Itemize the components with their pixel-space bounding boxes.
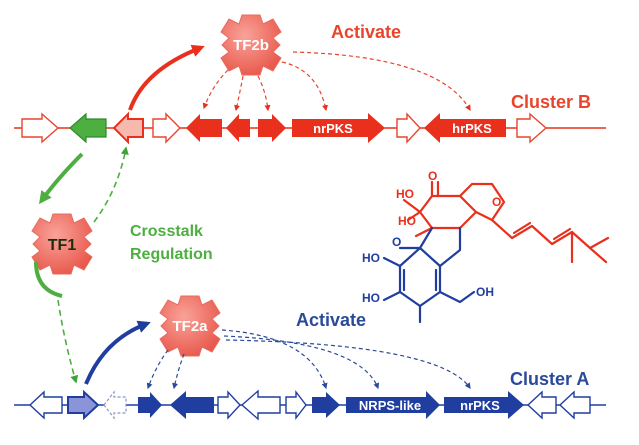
cluster-a-gene-13 bbox=[558, 390, 591, 420]
tf1-to-cluster-b-arrow bbox=[93, 146, 129, 223]
cluster-a-label: Cluster A bbox=[510, 369, 589, 389]
cluster-a-gene-2 bbox=[67, 389, 100, 421]
cluster-b-gene-2 bbox=[69, 112, 107, 144]
tf2a-gear: TF2a bbox=[159, 295, 221, 357]
cluster-b-gene-3 bbox=[112, 111, 144, 145]
cluster-b-gene-6 bbox=[226, 114, 250, 142]
cluster-a-nrpks-label: nrPKS bbox=[460, 398, 500, 413]
atom-oh-top: HO bbox=[396, 187, 414, 201]
cluster-a-gene-nrpks bbox=[444, 391, 524, 419]
cluster-a-gene-9 bbox=[312, 392, 340, 418]
cluster-a-gene-6 bbox=[217, 390, 241, 420]
cluster-a-gene-1 bbox=[28, 390, 63, 420]
atom-oh-right: OH bbox=[476, 285, 494, 299]
atom-carbonyl-o: O bbox=[428, 169, 437, 183]
cluster-a-track: NRPS-like nrPKS bbox=[14, 389, 606, 421]
atom-ho-left-2: HO bbox=[362, 291, 380, 305]
tf2a-label: TF2a bbox=[172, 318, 208, 335]
tf1-gear: TF1 bbox=[31, 213, 93, 275]
cluster-b-hrpks-label: hrPKS bbox=[452, 121, 492, 136]
cluster-b-label: Cluster B bbox=[511, 92, 591, 112]
cluster-a-gene-4 bbox=[138, 392, 162, 418]
cluster-a-gene-5 bbox=[170, 391, 214, 419]
cluster-a-gene-7 bbox=[240, 389, 281, 421]
crosstalk-label: Crosstalk bbox=[130, 223, 203, 240]
tf1-curl bbox=[34, 261, 63, 298]
tf2b-gear: TF2b bbox=[220, 14, 282, 76]
cluster-b-track: nrPKS hrPKS bbox=[14, 111, 606, 145]
atom-oh-mid: HO bbox=[398, 214, 416, 228]
natural-product-structure: HO HO O O O HO HO OH bbox=[362, 169, 610, 324]
atom-ring-o-bottom: O bbox=[392, 235, 401, 249]
cluster-b-gene-7 bbox=[258, 114, 286, 142]
cluster-b-gene-1 bbox=[21, 112, 60, 144]
tf1-to-cluster-a-arrow bbox=[57, 299, 79, 384]
atom-ring-o-top: O bbox=[492, 195, 501, 209]
cluster-a-gene-8 bbox=[285, 389, 307, 421]
tf2b-label: TF2b bbox=[233, 37, 269, 54]
cluster-b-gene-9 bbox=[396, 112, 421, 144]
cluster-b-nrpks-label: nrPKS bbox=[313, 121, 353, 136]
cluster-a-gene-nrps-like bbox=[346, 391, 440, 419]
regulation-label: Regulation bbox=[130, 246, 213, 263]
tf1-label: TF1 bbox=[48, 237, 77, 254]
tf2b-activation-arrows bbox=[202, 51, 471, 112]
tf2b-induction-arrow bbox=[128, 44, 205, 111]
cluster-b-gene-5 bbox=[186, 114, 222, 142]
cluster-b-gene-4 bbox=[152, 112, 181, 144]
tf2a-activation-arrows bbox=[146, 329, 471, 390]
activate-bottom-label: Activate bbox=[296, 310, 366, 330]
cluster-b-gene-11 bbox=[516, 112, 548, 144]
cluster-a-gene-3 bbox=[103, 390, 127, 420]
cluster-b-gene-hrpks bbox=[424, 113, 506, 143]
cluster-a-nrps-like-label: NRPS-like bbox=[359, 398, 421, 413]
atom-ho-left-1: HO bbox=[362, 251, 380, 265]
cluster-b-gene-nrpks bbox=[292, 113, 385, 143]
cluster-a-gene-12 bbox=[526, 390, 557, 420]
tf1-induction-arrow bbox=[38, 152, 84, 205]
tf2a-induction-arrow bbox=[84, 320, 151, 385]
activate-top-label: Activate bbox=[331, 22, 401, 42]
